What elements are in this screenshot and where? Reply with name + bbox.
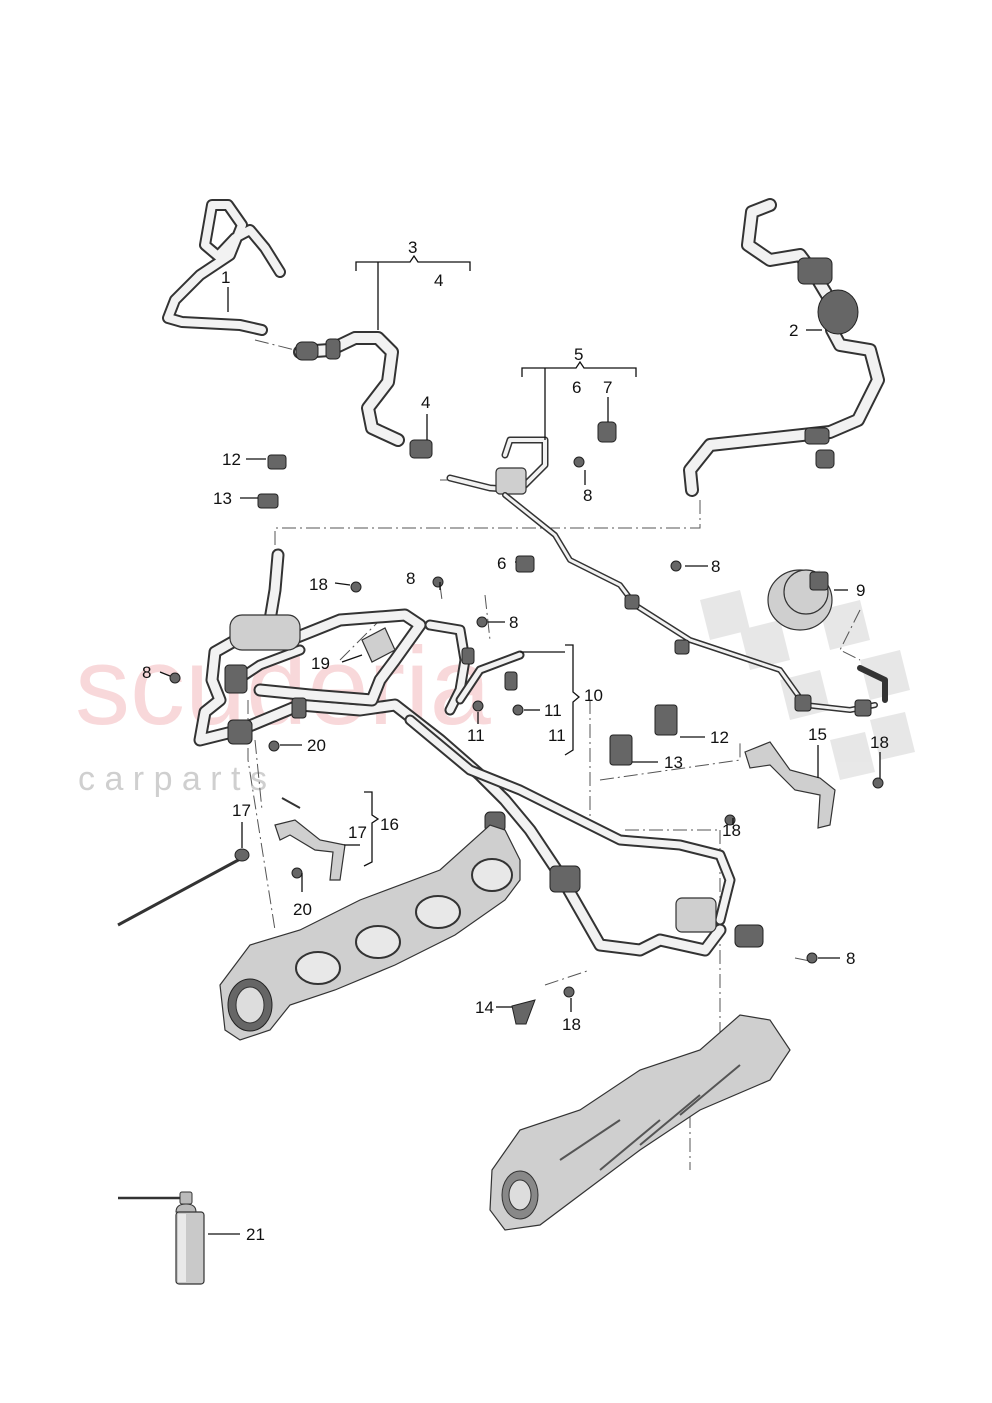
callout-labels: 1 2 3 4 4 5 6 7 8 6 8 9 12 13 18 8 8 8 1… <box>142 238 889 1244</box>
callout-6: 6 <box>497 554 506 573</box>
clip-7 <box>597 421 617 443</box>
callout-8: 8 <box>509 613 518 632</box>
callout-8: 8 <box>142 663 151 682</box>
hose-1 <box>162 199 286 336</box>
hose-harness <box>193 548 764 957</box>
callout-1: 1 <box>221 268 230 287</box>
callout-6: 6 <box>572 378 581 397</box>
sensors <box>257 454 678 766</box>
callout-2: 2 <box>789 321 798 340</box>
callout-13: 13 <box>213 489 232 508</box>
callout-8: 8 <box>711 557 720 576</box>
checkered-flag-icon <box>700 570 915 780</box>
callout-9: 9 <box>856 581 865 600</box>
callout-17: 17 <box>232 801 251 820</box>
spray-can-21 <box>118 1191 205 1285</box>
callout-13: 13 <box>664 753 683 772</box>
callout-3: 3 <box>408 238 417 257</box>
callout-7: 7 <box>603 378 612 397</box>
callout-14: 14 <box>475 998 494 1017</box>
bracket-16 <box>274 797 346 881</box>
reference-lines <box>247 339 861 1170</box>
hose-clip-4 <box>409 439 433 459</box>
callout-11: 11 <box>544 701 562 720</box>
callout-8: 8 <box>846 949 855 968</box>
callout-18: 18 <box>562 1015 581 1034</box>
callout-4: 4 <box>434 271 443 290</box>
callout-8: 8 <box>406 569 415 588</box>
callout-18: 18 <box>870 733 889 752</box>
callout-12: 12 <box>222 450 241 469</box>
callout-16: 16 <box>380 815 399 834</box>
callout-15: 15 <box>808 725 827 744</box>
clip-14 <box>511 999 536 1025</box>
intake-manifold-lower <box>489 1014 791 1231</box>
callout-11: 11 <box>467 726 485 745</box>
callout-18: 18 <box>722 821 741 840</box>
leader-lines <box>159 254 881 1235</box>
callout-4: 4 <box>421 393 430 412</box>
hose-2 <box>683 198 885 497</box>
callout-11: 11 <box>548 726 566 745</box>
callout-12: 12 <box>710 728 729 747</box>
clip-19 <box>361 627 396 663</box>
callout-21: 21 <box>246 1225 265 1244</box>
hose-3 <box>293 331 405 447</box>
watermark-subtext: c a r p a r t s <box>78 760 267 798</box>
fuel-pipe-5 <box>446 436 878 717</box>
callout-20: 20 <box>293 900 312 919</box>
callout-20: 20 <box>307 736 326 755</box>
callout-5: 5 <box>574 345 583 364</box>
pipe-clip-6 <box>515 555 535 573</box>
fuel-pump-9 <box>767 569 888 703</box>
callout-10: 10 <box>584 686 603 705</box>
intake-manifold-upper <box>219 824 521 1041</box>
callout-18: 18 <box>309 575 328 594</box>
callout-8: 8 <box>583 486 592 505</box>
callout-17: 17 <box>348 823 367 842</box>
bracket-15 <box>744 741 836 829</box>
dipstick-17 <box>117 848 250 927</box>
callout-19: 19 <box>311 654 330 673</box>
